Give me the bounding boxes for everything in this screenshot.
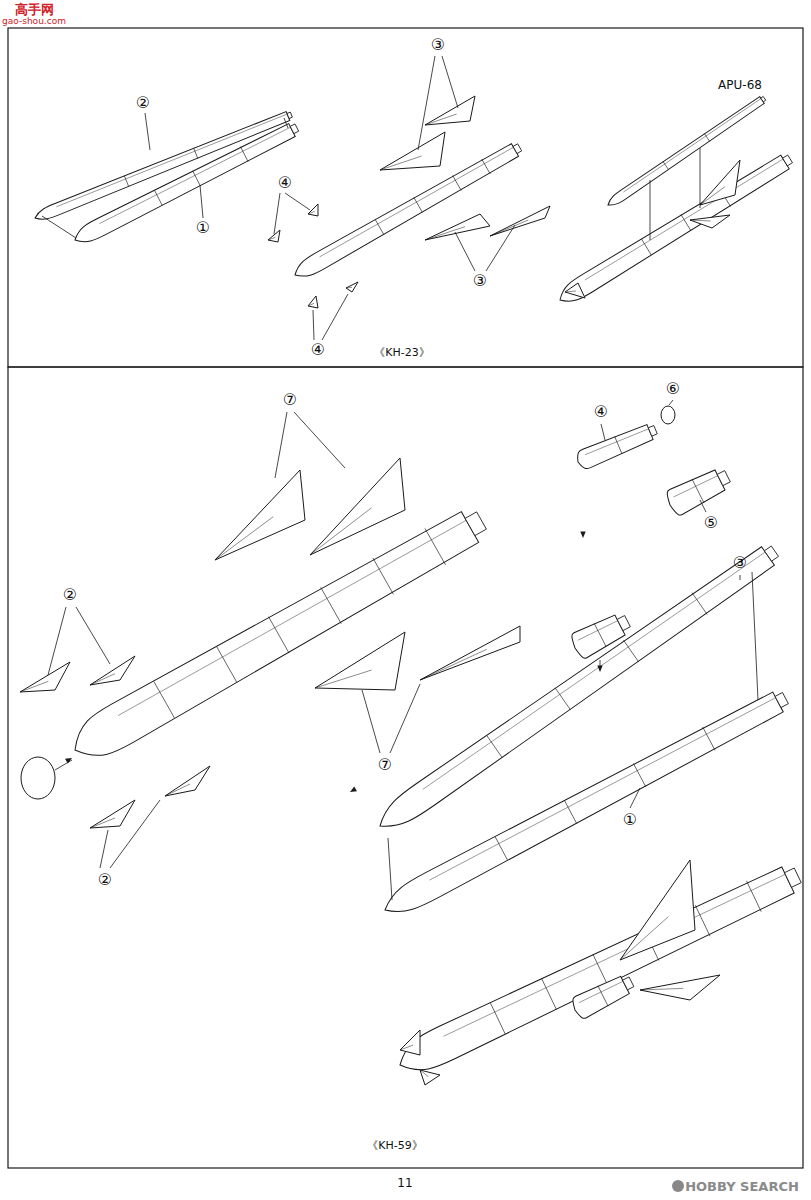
leader-line [100, 830, 108, 868]
callout-number: ② [98, 872, 112, 888]
leader-line [76, 607, 110, 664]
leader-line [486, 225, 515, 271]
callout-number: ① [623, 812, 637, 828]
shell-half [372, 540, 783, 838]
leader-line [700, 148, 701, 208]
fin-part [420, 626, 520, 680]
callout-number: ③ [473, 273, 487, 289]
fin-part [490, 206, 550, 236]
leader-line [48, 607, 66, 675]
leader-line [630, 788, 640, 808]
fin-part [620, 860, 695, 960]
fin-part [346, 282, 358, 292]
engine-pod [569, 609, 634, 661]
leader-line [274, 193, 280, 234]
leader-line [740, 575, 741, 580]
missile-body [71, 120, 301, 248]
leader-line [145, 113, 150, 150]
fin-part [90, 800, 135, 828]
leader-line [650, 180, 651, 240]
panel-frame [8, 28, 803, 367]
callout-number: ⑤ [704, 515, 718, 531]
watermark: HOBBY SEARCH [685, 1180, 799, 1193]
fin-part [565, 283, 585, 298]
leader-line [55, 760, 72, 770]
ring-part [661, 406, 675, 424]
leader-line [285, 193, 310, 210]
leader-line [752, 572, 758, 700]
leader-line [313, 310, 314, 340]
fin-part [165, 766, 210, 796]
leader-line [284, 118, 288, 128]
leader-line [388, 838, 392, 900]
leader-line [669, 400, 673, 405]
fin-part [420, 1070, 440, 1085]
fin-part [20, 662, 70, 692]
missile-assembled [555, 150, 796, 308]
fin-part [315, 632, 405, 690]
direction-arrow [597, 666, 602, 672]
fin-part [215, 470, 305, 560]
missile-assembled [392, 859, 805, 1081]
leader-line [601, 424, 605, 440]
leader-line [200, 185, 203, 218]
page-number: 11 [397, 1177, 412, 1189]
fin-part [400, 1030, 420, 1055]
direction-arrow [350, 786, 357, 792]
leader-line [362, 690, 380, 753]
nose-cap [21, 757, 55, 799]
leader-line [700, 500, 706, 512]
leader-line [294, 412, 345, 468]
leader-line [42, 216, 76, 238]
callout-number: ④ [311, 342, 325, 358]
callout-number: ⑦ [283, 392, 297, 408]
callout-number: ② [136, 95, 150, 111]
section-title: 《KH-23》 [374, 347, 429, 358]
leader-line [442, 56, 458, 108]
part-name: APU-68 [718, 79, 762, 91]
leader-line [418, 56, 435, 150]
watermark: 高手网 [15, 3, 54, 16]
leader-line [455, 232, 475, 271]
fairing-half [33, 109, 294, 223]
engine-pod [570, 971, 637, 1021]
callout-number: ③ [733, 555, 747, 571]
shell-half [378, 686, 792, 923]
direction-arrow [65, 758, 72, 764]
fin-part [425, 96, 475, 125]
pod-mount [574, 420, 659, 471]
callout-number: ⑥ [666, 381, 680, 397]
callout-number: ④ [594, 404, 608, 420]
leader-line [110, 800, 160, 868]
section-title: 《KH-59》 [367, 1140, 422, 1151]
fin-part [690, 215, 730, 228]
fin-part [640, 975, 720, 1000]
callout-number: ① [196, 220, 210, 236]
fin-part [308, 296, 318, 308]
logo-mark [672, 1180, 684, 1192]
callout-number: ⑦ [378, 757, 392, 773]
leader-line [322, 294, 348, 340]
engine-pod [664, 464, 734, 518]
callout-number: ④ [278, 175, 292, 191]
fin-part [90, 656, 135, 685]
callout-number: ② [63, 587, 77, 603]
fin-part [310, 458, 405, 555]
missile-body [64, 501, 492, 769]
missile-body [291, 140, 525, 283]
watermark: gao-shou.com [2, 17, 66, 26]
leader-line [390, 684, 420, 753]
callout-number: ③ [431, 37, 445, 53]
leader-line [275, 412, 287, 478]
panel-frame [8, 367, 803, 1168]
fin-part [700, 160, 740, 205]
fin-part [380, 132, 445, 170]
direction-arrow [580, 532, 585, 538]
